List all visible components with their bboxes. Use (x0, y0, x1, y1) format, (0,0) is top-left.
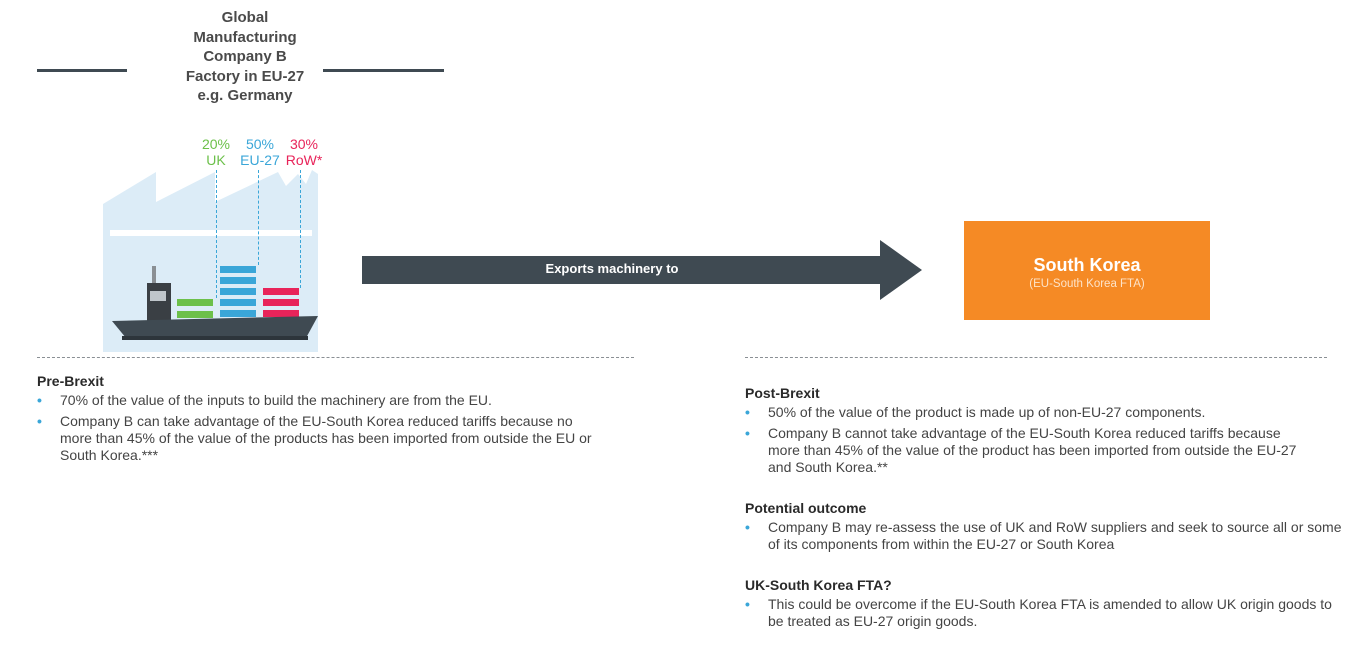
ship-bridge (147, 283, 171, 321)
bullet-icon: • (37, 413, 42, 429)
divider-left (37, 357, 634, 358)
divider-right (745, 357, 1327, 358)
destination-name: South Korea (1033, 255, 1141, 275)
ship-bridge-windows (150, 291, 166, 301)
potential-outcome-bullet-text: Company B may re-assess the use of UK an… (768, 519, 1342, 552)
input-uk-percent: 20% (201, 136, 231, 152)
input-uk-label: UK (206, 152, 226, 168)
ship-hull (112, 316, 318, 338)
pre-brexit-bullet: • Company B can take advantage of the EU… (37, 413, 597, 464)
ship-mast (152, 266, 156, 284)
container-blue (220, 266, 256, 273)
container-blue (220, 299, 256, 306)
company-title-line-2: Manufacturing (193, 28, 297, 46)
export-arrow-shape (362, 240, 922, 300)
container-red (263, 288, 299, 295)
uk-fta-heading: UK-South Korea FTA? (745, 577, 892, 593)
container-blue (220, 310, 256, 317)
container-green (177, 311, 213, 318)
export-arrow (362, 240, 922, 300)
company-title-line-4: Factory in EU-27 (185, 67, 305, 85)
post-brexit-bullet-text: 50% of the value of the product is made … (768, 404, 1206, 420)
export-arrow-label: Exports machinery to (545, 261, 679, 276)
pre-brexit-heading: Pre-Brexit (37, 373, 104, 389)
post-brexit-bullet: • Company B cannot take advantage of the… (745, 425, 1300, 476)
company-title-line-5: e.g. Germany (197, 87, 293, 104)
company-title-line-1: Global (221, 9, 269, 26)
destination-subtitle: (EU-South Korea FTA) (1029, 278, 1145, 290)
input-row-percent: 30% (289, 136, 319, 152)
input-row-label: RoW* (285, 152, 323, 168)
bullet-icon: • (745, 596, 750, 612)
container-red (263, 299, 299, 306)
title-rule-left (37, 69, 127, 72)
factory-ship-illustration (103, 170, 318, 352)
bullet-icon: • (745, 425, 750, 441)
post-brexit-bullet-text: Company B cannot take advantage of the E… (768, 425, 1297, 475)
leader-line-uk (216, 170, 217, 298)
container-red (263, 310, 299, 317)
company-title: Global Manufacturing Company B Factory i… (170, 8, 320, 106)
company-title-line-3: Company B (203, 48, 287, 65)
leader-line-row (300, 170, 301, 288)
destination-box: South Korea (EU-South Korea FTA) (964, 221, 1210, 320)
potential-outcome-bullet: • Company B may re-assess the use of UK … (745, 519, 1350, 553)
input-row: 30% RoW* (284, 136, 324, 168)
title-rule-right (323, 69, 444, 72)
input-uk: 20% UK (198, 136, 234, 168)
bullet-icon: • (745, 404, 750, 420)
bullet-icon: • (745, 519, 750, 535)
uk-fta-bullet: • This could be overcome if the EU-South… (745, 596, 1345, 630)
ship-hull-stripe (122, 336, 308, 340)
bullet-icon: • (37, 392, 42, 408)
pre-brexit-bullet: • 70% of the value of the inputs to buil… (37, 392, 657, 409)
input-eu27: 50% EU-27 (235, 136, 285, 168)
post-brexit-bullet: • 50% of the value of the product is mad… (745, 404, 1345, 421)
uk-fta-bullet-text: This could be overcome if the EU-South K… (768, 596, 1332, 629)
input-eu27-percent: 50% (245, 136, 275, 152)
container-green (177, 299, 213, 306)
leader-line-eu27 (258, 170, 259, 265)
container-blue (220, 277, 256, 284)
post-brexit-heading: Post-Brexit (745, 385, 820, 401)
factory-windows (110, 230, 312, 236)
pre-brexit-bullet-text: Company B can take advantage of the EU-S… (60, 413, 592, 463)
input-eu27-label: EU-27 (240, 152, 280, 168)
potential-outcome-heading: Potential outcome (745, 500, 867, 516)
pre-brexit-bullet-text: 70% of the value of the inputs to build … (60, 392, 492, 408)
container-blue (220, 288, 256, 295)
